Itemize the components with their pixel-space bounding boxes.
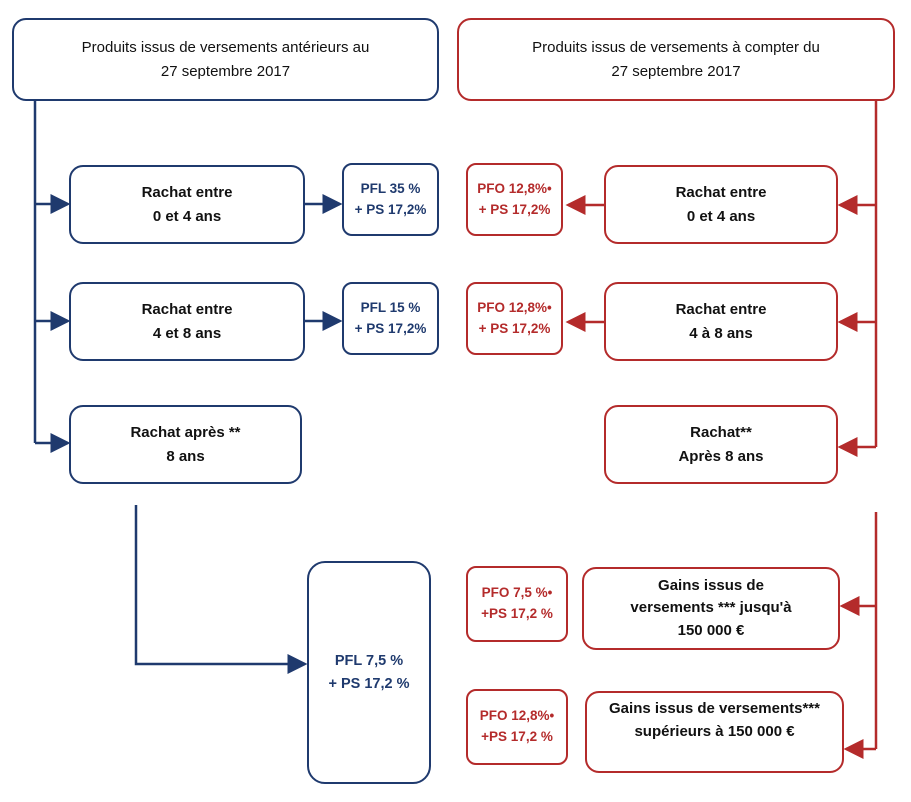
left-tax-pfl-35: PFL 35 % + PS 17,2% bbox=[342, 163, 439, 236]
right-header: Produits issus de versements à compter d… bbox=[457, 18, 895, 101]
right-tax-pfo-12-8-c: PFO 12,8%• +PS 17,2 % bbox=[466, 689, 568, 765]
left-tax-pfl-15: PFL 15 % + PS 17,2% bbox=[342, 282, 439, 355]
left-node-rachat-4-8: Rachat entre 4 et 8 ans bbox=[69, 282, 305, 361]
left-node-rachat-apres-8: Rachat après ** 8 ans bbox=[69, 405, 302, 484]
right-tax-pfo-12-8-a: PFO 12,8%• + PS 17,2% bbox=[466, 163, 563, 236]
right-tax-pfo-7-5: PFO 7,5 %• +PS 17,2 % bbox=[466, 566, 568, 642]
right-node-gains-jusqu-150000: Gains issus de versements *** jusqu'à 15… bbox=[582, 567, 840, 650]
left-to-final bbox=[134, 505, 308, 674]
left-header: Produits issus de versements antérieurs … bbox=[12, 18, 439, 101]
right-node-gains-superieurs-150000: Gains issus de versements*** supérieurs … bbox=[585, 691, 844, 773]
right-tax-pfo-12-8-b: PFO 12,8%• + PS 17,2% bbox=[466, 282, 563, 355]
right-node-rachat-0-4: Rachat entre 0 et 4 ans bbox=[604, 165, 838, 244]
right-node-rachat-4-8: Rachat entre 4 à 8 ans bbox=[604, 282, 838, 361]
left-final-pfl-7-5: PFL 7,5 % + PS 17,2 % bbox=[307, 561, 431, 784]
right-node-rachat-apres-8: Rachat** Après 8 ans bbox=[604, 405, 838, 484]
left-node-rachat-0-4: Rachat entre 0 et 4 ans bbox=[69, 165, 305, 244]
